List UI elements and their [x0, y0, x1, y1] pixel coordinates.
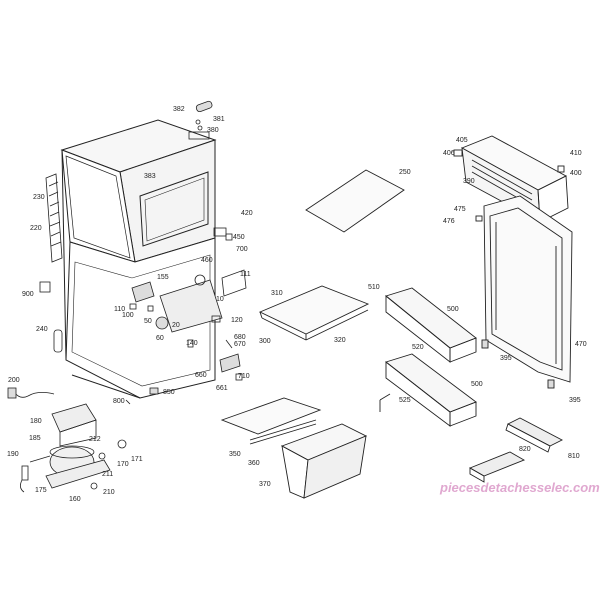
- callout-185: 185: [29, 435, 41, 442]
- callout-171: 171: [131, 456, 143, 463]
- callout-406: 406: [443, 150, 455, 157]
- callout-476: 476: [443, 218, 455, 225]
- callout-381: 381: [213, 116, 225, 123]
- callout-810: 810: [568, 453, 580, 460]
- callout-250: 250: [399, 169, 411, 176]
- callout-350: 350: [229, 451, 241, 458]
- callout-525: 525: [399, 397, 411, 404]
- callout-300: 300: [259, 338, 271, 345]
- callout-120: 120: [231, 317, 243, 324]
- callout-710: 710: [238, 373, 250, 380]
- callout-190: 190: [7, 451, 19, 458]
- callout-60: 60: [156, 335, 164, 342]
- fridge-door: [475, 195, 573, 389]
- callout-460: 460: [201, 257, 213, 264]
- callout-100: 100: [122, 312, 134, 319]
- callout-50: 50: [144, 318, 152, 325]
- callout-900: 900: [22, 291, 34, 298]
- callout-670: 670: [234, 341, 246, 348]
- drain-tube: [53, 329, 63, 353]
- crisper-drawer: [280, 423, 368, 499]
- glass-shelf-middle: [258, 285, 370, 341]
- callout-110: 110: [114, 306, 125, 313]
- callout-661: 661: [216, 385, 228, 392]
- callout-380: 380: [207, 127, 219, 134]
- small-parts-lower: [39, 281, 159, 405]
- callout-383: 383: [144, 173, 156, 180]
- callout-395-lower: 395: [569, 397, 581, 404]
- callout-450: 450: [233, 234, 245, 241]
- callout-310: 310: [271, 290, 283, 297]
- callout-700: 700: [236, 246, 248, 253]
- callout-220: 220: [30, 225, 42, 232]
- callout-500-lower: 500: [471, 381, 483, 388]
- callout-170: 170: [117, 461, 129, 468]
- power-cord: [7, 387, 55, 399]
- callout-175: 175: [35, 487, 47, 494]
- glass-shelf-top: [305, 169, 405, 233]
- callout-20: 20: [172, 322, 180, 329]
- callout-410: 410: [570, 150, 582, 157]
- callout-210: 210: [103, 489, 115, 496]
- ice-trays: [468, 417, 563, 483]
- callout-212: 212: [89, 436, 101, 443]
- callout-240: 240: [36, 326, 48, 333]
- callout-370: 370: [259, 481, 271, 488]
- condenser-panel: [45, 173, 63, 263]
- callout-200: 200: [8, 377, 20, 384]
- callout-475: 475: [454, 206, 466, 213]
- callout-800: 800: [113, 398, 125, 405]
- callout-420: 420: [241, 210, 253, 217]
- top-hinge: [188, 100, 213, 140]
- callout-160: 160: [69, 496, 81, 503]
- compressor-assembly: [20, 403, 127, 493]
- callout-140: 140: [186, 340, 198, 347]
- fridge-cabinet: [53, 119, 217, 399]
- callout-390: 390: [463, 178, 475, 185]
- callout-510: 510: [368, 284, 380, 291]
- callout-820: 820: [519, 446, 531, 453]
- callout-500-upper: 500: [447, 306, 459, 313]
- callout-10: 10: [216, 296, 224, 303]
- callout-155: 155: [157, 274, 169, 281]
- watermark-text: piecesdetachesselec.com: [439, 480, 600, 495]
- callout-660: 660: [195, 372, 207, 379]
- callout-400: 400: [570, 170, 582, 177]
- callout-680: 680: [234, 334, 246, 341]
- middle-hinge: [213, 227, 243, 381]
- callout-405: 405: [456, 137, 468, 144]
- callout-360: 360: [248, 460, 260, 467]
- callout-180: 180: [30, 418, 42, 425]
- door-balcony-upper: [385, 287, 477, 363]
- callout-211: 211: [102, 471, 113, 478]
- callout-520: 520: [412, 344, 424, 351]
- callout-labels: 382 381 380 383 230 220 420 450 700 460 …: [7, 106, 587, 503]
- callout-230: 230: [33, 194, 45, 201]
- callout-320: 320: [334, 337, 346, 344]
- callout-470: 470: [575, 341, 587, 348]
- crisper-cover: [220, 397, 322, 445]
- callout-382: 382: [173, 106, 185, 113]
- control-box: [129, 269, 247, 348]
- door-balcony-lower: [379, 353, 477, 427]
- callout-111: 111: [240, 271, 251, 278]
- callout-850: 850: [163, 389, 175, 396]
- callout-395-upper: 395: [500, 355, 512, 362]
